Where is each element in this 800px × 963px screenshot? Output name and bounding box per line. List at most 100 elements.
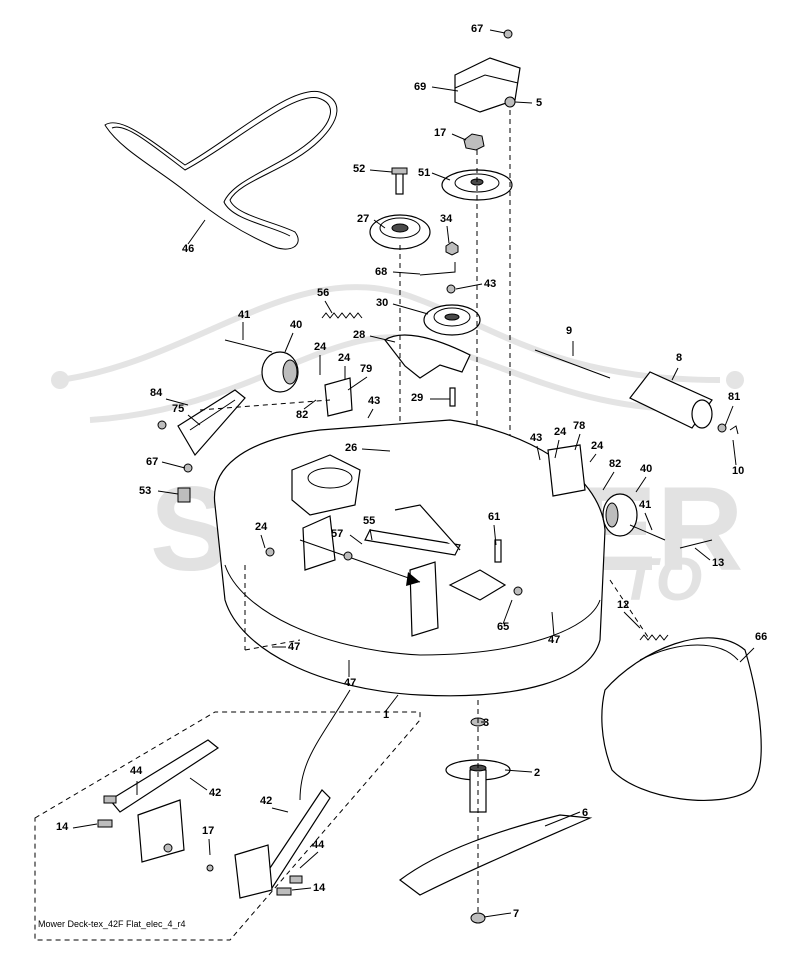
callout: 79 [347, 363, 372, 391]
spindle-blade [398, 700, 593, 924]
callout-leader [502, 599, 513, 625]
callout-label: 43 [484, 278, 496, 290]
callout-label: 8 [676, 352, 682, 364]
callout-leader [644, 512, 653, 531]
callout-leader [724, 405, 734, 427]
lift-links-inset [34, 689, 421, 941]
callout: 6 [544, 807, 588, 827]
callout-leader [349, 534, 363, 545]
callout: 7 [483, 908, 519, 920]
callout: 84 [150, 387, 189, 406]
callout: 55 [363, 515, 375, 541]
callout-label: 5 [536, 97, 542, 109]
callout-label: 67 [471, 23, 483, 35]
callout-leader [324, 300, 333, 314]
callout-leader [493, 524, 497, 546]
callout-label: 79 [360, 363, 372, 375]
callout: 9 [566, 325, 574, 356]
callout-label: 82 [296, 409, 308, 421]
callout-label: 24 [591, 440, 604, 452]
left-wheel-assembly [157, 339, 353, 503]
callout-label: 67 [146, 456, 158, 468]
callout: 51 [418, 167, 451, 181]
callout-label: 44 [130, 765, 143, 777]
callout: 24 [314, 341, 327, 375]
callout-label: 9 [566, 325, 572, 337]
callout: 67 [471, 23, 506, 35]
callout-label: 61 [488, 511, 500, 523]
callout-label: 43 [530, 432, 542, 444]
callout: 27 [357, 213, 386, 229]
callout-leader [299, 851, 319, 869]
callout: 65 [497, 599, 513, 633]
callout-label: 30 [376, 297, 388, 309]
callout: 30 [376, 297, 429, 315]
callout-leader [189, 777, 208, 791]
callout-leader [161, 461, 186, 469]
callout-label: 82 [609, 458, 621, 470]
callout-leader [392, 271, 421, 275]
callout: 53 [139, 485, 179, 497]
callout-label: 24 [338, 352, 351, 364]
callout-leader [291, 887, 312, 891]
callout-leader [165, 398, 189, 406]
callout-label: 2 [534, 767, 540, 779]
callout: 29 [411, 392, 450, 404]
callout: 82 [296, 399, 317, 421]
callout-leader [157, 490, 179, 495]
callout: 42 [189, 777, 221, 799]
callout-label: 47 [344, 677, 356, 689]
callout: 44 [299, 839, 325, 869]
callout-leader [347, 376, 368, 391]
callout-label: 6 [582, 807, 588, 819]
callout-leader [554, 439, 560, 459]
callout-label: 46 [182, 243, 194, 255]
callout-leader [271, 807, 289, 813]
callout-label: 1 [383, 709, 389, 721]
callout-leader [451, 133, 467, 141]
callout: 43 [367, 395, 380, 419]
callout-label: 66 [755, 631, 767, 643]
mower-deck [213, 419, 606, 697]
callout-label: 12 [617, 599, 629, 611]
callout-label: 65 [497, 621, 509, 633]
callout-leader [544, 811, 581, 827]
callout-label: 13 [712, 557, 724, 569]
callout: 24 [255, 521, 268, 549]
callout: 28 [353, 329, 396, 343]
callout-leader [369, 335, 396, 343]
callout: 1 [383, 694, 399, 721]
drive-belt [104, 90, 338, 250]
callout-leader [187, 414, 201, 426]
callout: 68 [375, 266, 421, 278]
callout-label: 57 [331, 528, 343, 540]
callout-leader [602, 471, 615, 491]
callout: 67 [146, 456, 186, 469]
callout-label: 52 [353, 163, 365, 175]
callout-leader [489, 29, 506, 34]
callout: 40 [635, 463, 652, 493]
pulley-stack [321, 29, 521, 580]
callout-label: 55 [363, 515, 375, 527]
callout-label: 81 [728, 391, 740, 403]
callout: 47 [272, 641, 300, 653]
callout: 2 [504, 767, 540, 779]
callout-label: 47 [288, 641, 300, 653]
callout: 66 [739, 631, 767, 663]
callout-leader [623, 611, 641, 629]
callout-label: 26 [345, 442, 357, 454]
callout: 47 [548, 611, 560, 646]
callout: 82 [602, 458, 621, 491]
callout: 12 [617, 599, 641, 629]
callout-leader [732, 439, 737, 466]
callout-leader [536, 445, 541, 461]
callout: 24 [589, 440, 604, 463]
callout-label: 14 [56, 821, 69, 833]
callout-label: 56 [317, 287, 329, 299]
callout-leader [589, 453, 597, 463]
callout-label: 3 [483, 717, 489, 729]
callout: 61 [488, 511, 500, 546]
callout: 75 [172, 403, 201, 426]
callout-label: 42 [209, 787, 221, 799]
